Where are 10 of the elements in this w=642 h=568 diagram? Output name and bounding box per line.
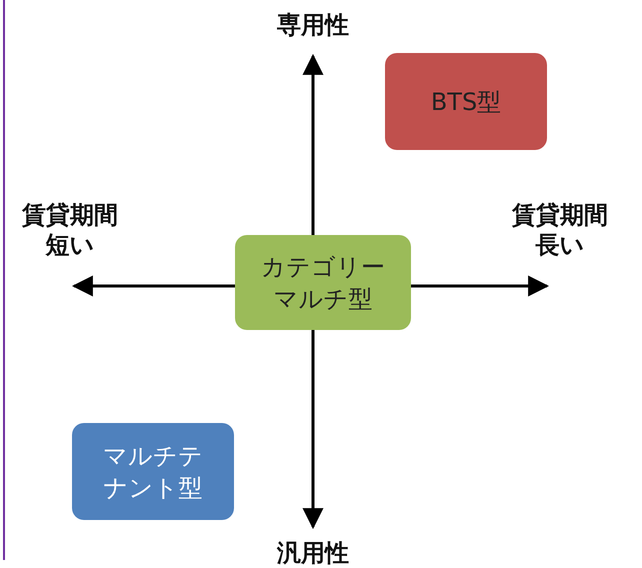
category-box [72, 423, 234, 520]
box-label: BTS型 [430, 86, 502, 118]
box-label: マルチテナント型 [103, 440, 203, 504]
box-label: カテゴリーマルチ型 [260, 252, 386, 314]
axis-label: 賃貸期間長い [510, 200, 609, 260]
category-box [385, 53, 547, 150]
axis-label: 専用性 [276, 10, 350, 40]
category-box [235, 235, 411, 330]
axis-label: 汎用性 [276, 538, 350, 568]
axis-label: 賃貸期間短い [20, 200, 119, 260]
